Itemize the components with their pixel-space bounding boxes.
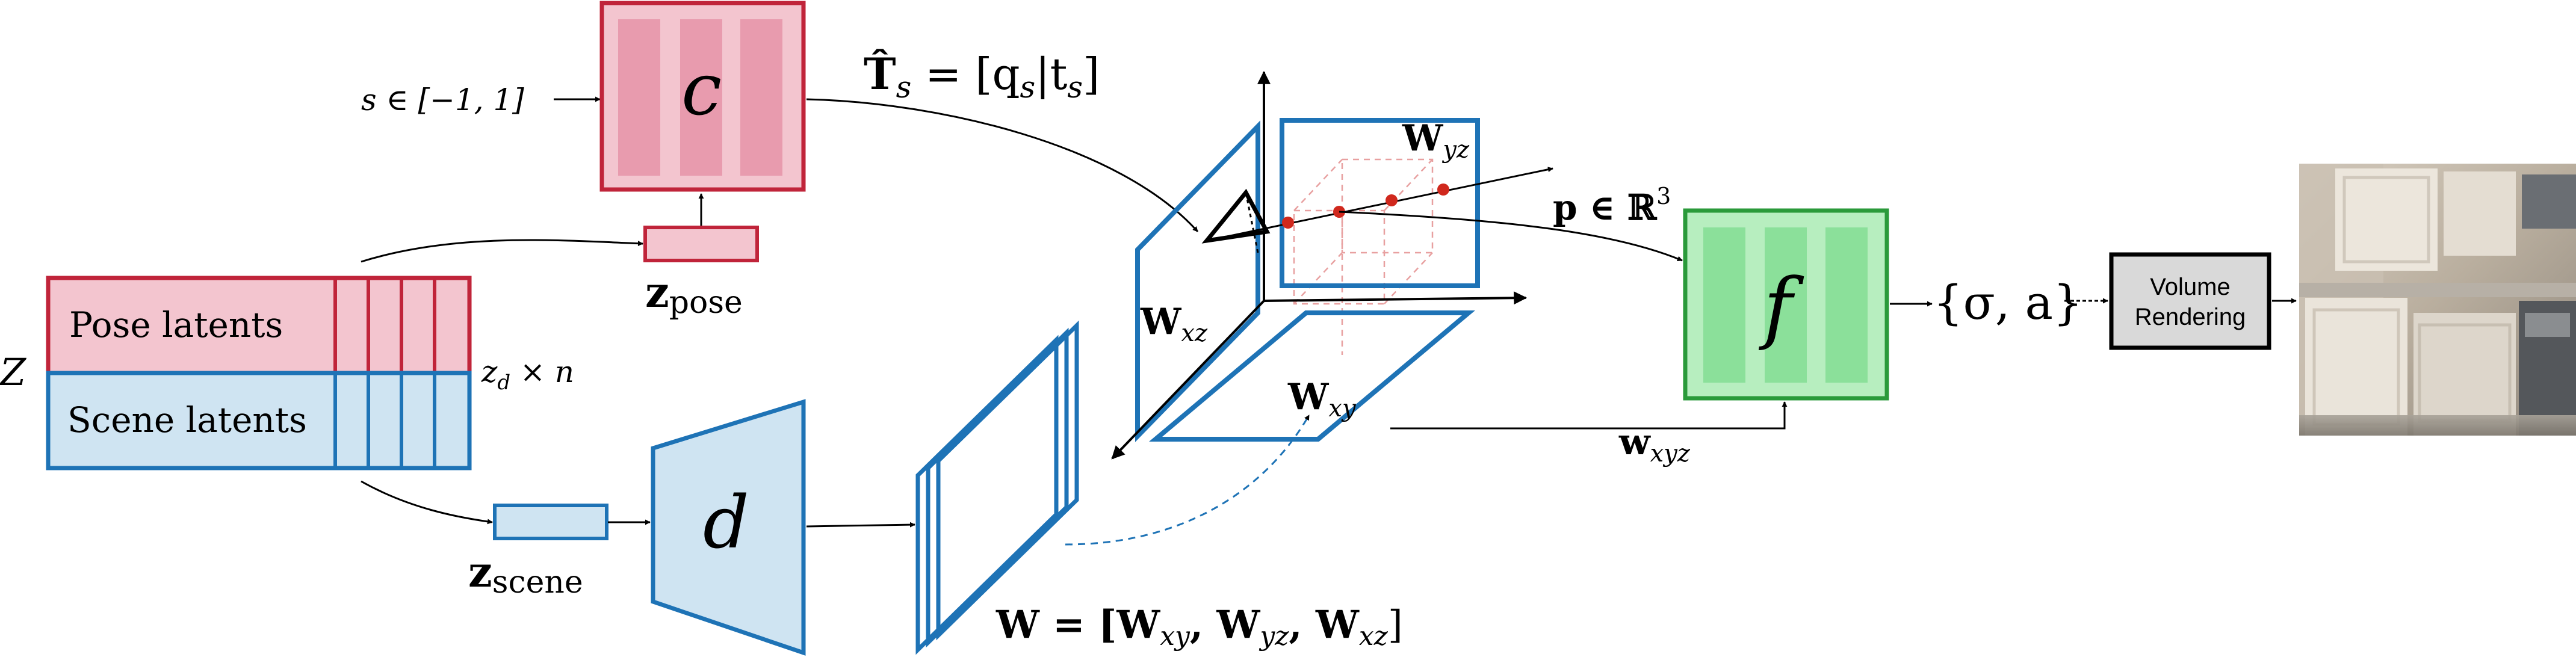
latents-block: Z Pose latents Scene latents zd × n [0,276,574,470]
triplane-3d-view: Wyz Wxz Wxy p ∈ ℝ3 wxyz [1111,70,1788,467]
scene-latents-box [46,371,472,470]
d-decoder-label: d [703,481,749,565]
c-network-label: c [681,48,722,132]
planes-to-wxy-dashed-curve [1065,415,1310,546]
w-xy-label: Wxy [1287,376,1357,422]
point-to-f-curve [1339,211,1683,262]
pose-latents-box [46,276,472,375]
triplane-stack [915,320,1079,655]
scene-latents-label: Scene latents [67,399,307,440]
volume-rendering-line2: Rendering [2135,304,2246,330]
w-xy-plane [1149,310,1475,442]
ray-sample-point [1386,194,1398,206]
w-yz-plane [1280,118,1480,288]
scene-latents-to-zscene-curve [361,480,493,525]
c-to-camera-curve [806,98,1199,233]
w-xz-label: Wxz [1140,301,1208,347]
pose-network: s ∈ [−1, 1] c zpose T̂s = [qs|ts] [361,1,1199,321]
wxyz-feature-path [1390,401,1788,430]
z-symbol: Z [0,350,26,394]
rendered-kitchen-image [2299,164,2576,436]
pose-latents-label: Pose latents [69,304,283,345]
axis-diag [1111,300,1265,460]
sigma-a-output: {σ, a} [1933,276,2083,330]
w-yz-label: Wyz [1402,117,1470,164]
camera-frustum [1201,188,1271,244]
z-scene-label: zscene [468,547,583,600]
ray-sample-point [1282,217,1294,229]
z-scene-box [493,504,608,540]
volume-rendering-line1: Volume [2150,274,2230,300]
p-in-r3-label: p ∈ ℝ3 [1553,183,1671,228]
z-pose-box [643,226,759,262]
sample-cube [1293,158,1434,355]
pose-latents-to-zpose-curve [361,239,643,263]
volume-rendering-box [2109,252,2271,350]
w-equation-label: W = [Wxy, Wyz, Wxz] [995,602,1403,652]
z-pose-label: zpose [645,267,743,321]
s-range-label: s ∈ [−1, 1] [361,82,524,117]
scene-network: zscene d W = [Wxy, Wyz, Wxz] [361,320,1403,656]
f-decoder: f {σ, a} [1683,208,2108,401]
d-decoder-trapezoid [651,399,806,656]
ray-sample-point [1437,184,1449,196]
w-xz-plane [1135,120,1260,442]
camera-ray [1206,167,1553,242]
axis-right [1263,291,1528,305]
d-to-planes-arrow [806,522,915,528]
w-xyz-label: wxyz [1618,421,1691,467]
latent-dims-label: zd × n [481,354,574,395]
transform-label: T̂s = [qs|ts] [864,48,1100,105]
volume-rendering: Volume Rendering [2109,252,2297,350]
